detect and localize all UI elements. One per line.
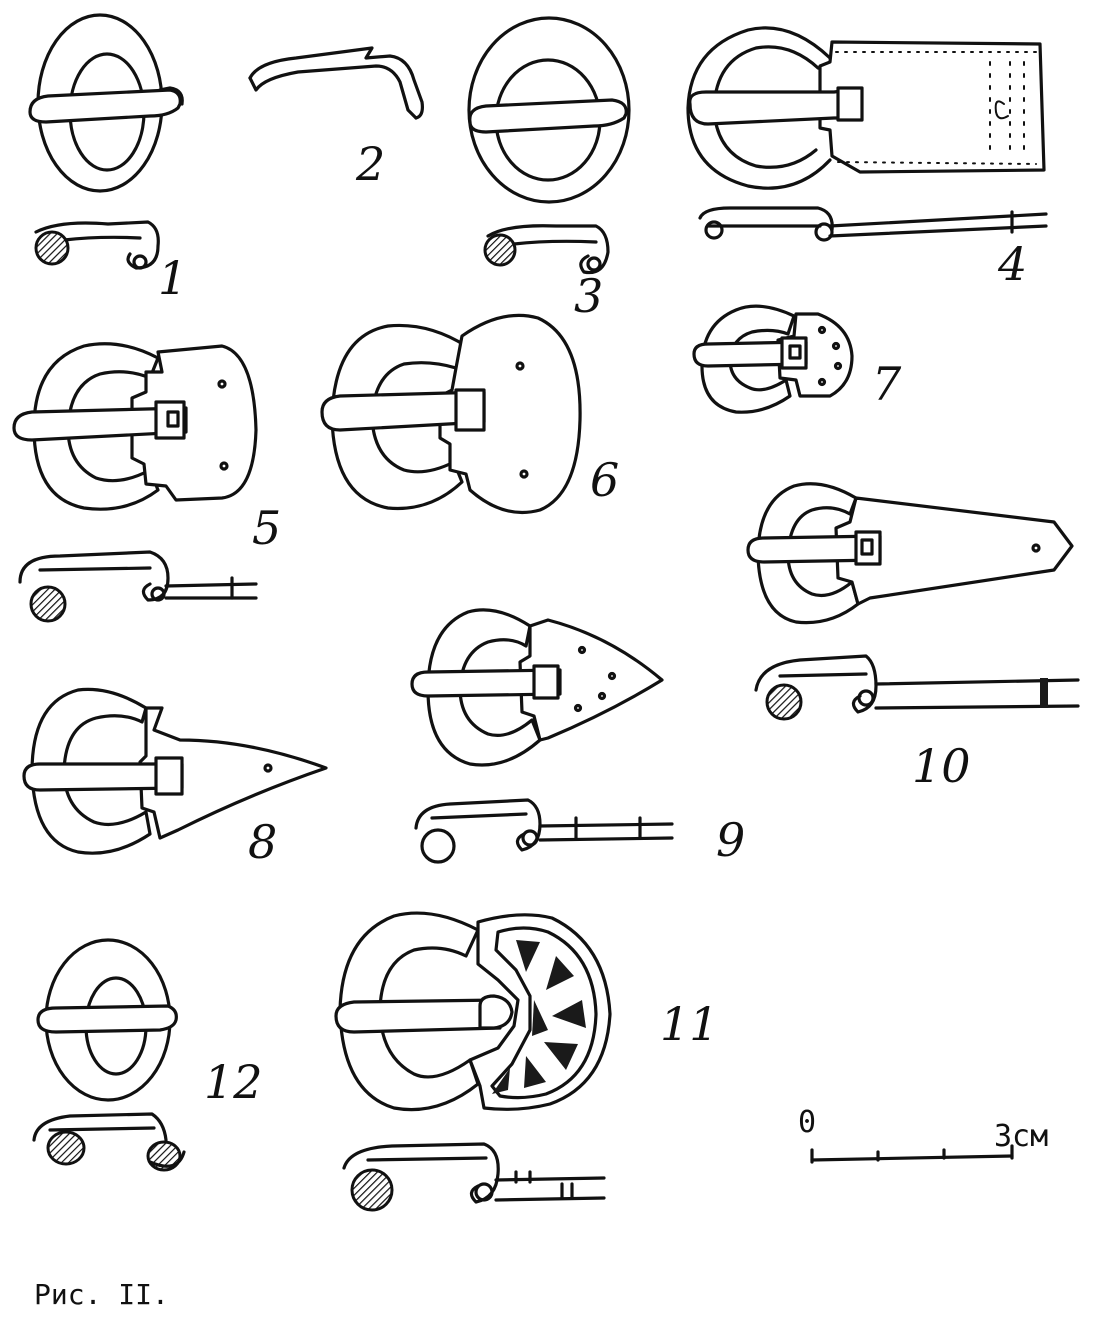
scale-start-label: 0 (798, 1105, 816, 1140)
buckle-9-profile (414, 798, 674, 864)
buckle-5 (12, 342, 258, 511)
buckle-11-profile (342, 1142, 606, 1212)
item-2-profile (248, 46, 424, 120)
item-number-9: 9 (716, 813, 745, 867)
item-number-2: 2 (355, 137, 385, 191)
buckle-6 (320, 313, 582, 515)
buckle-3-profile (483, 224, 610, 275)
figure-caption: Рис. II. (34, 1278, 169, 1311)
buckle-10-profile (754, 654, 1080, 721)
item-number-5: 5 (252, 501, 281, 555)
buckle-9 (410, 608, 664, 767)
item-number-12: 12 (204, 1055, 263, 1109)
item-number-7: 7 (872, 357, 902, 411)
buckle-11 (334, 911, 612, 1112)
item-number-3: 3 (574, 269, 603, 323)
item-number-1: 1 (158, 251, 187, 305)
scale-bar: 0 3см (798, 1105, 1048, 1164)
buckle-3 (467, 16, 631, 204)
buckle-10 (746, 482, 1074, 625)
item-number-11: 11 (660, 997, 719, 1051)
item-number-6: 6 (590, 453, 619, 507)
buckle-8 (22, 687, 328, 855)
item-number-8: 8 (248, 815, 277, 869)
buckle-12 (36, 938, 178, 1102)
buckle-4-profile (698, 206, 1048, 242)
buckle-5-profile (18, 550, 258, 623)
buckle-7 (692, 304, 854, 414)
scale-end-label: 3см (994, 1119, 1048, 1154)
item-number-10: 10 (912, 739, 971, 793)
item-number-4: 4 (997, 237, 1027, 291)
buckle-1 (28, 13, 184, 193)
buckle-1-profile (34, 220, 160, 270)
buckle-12-profile (32, 1112, 186, 1172)
buckle-4 (686, 26, 1046, 190)
